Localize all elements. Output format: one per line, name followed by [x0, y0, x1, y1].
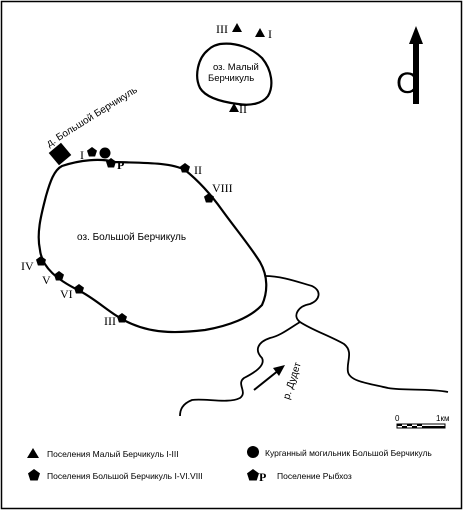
village-label: д. Большой Берчикуль: [45, 85, 140, 150]
site-label-big-VIII: VIII: [212, 181, 233, 195]
north-arrow-icon: [409, 26, 423, 104]
pentagon-icon: [54, 271, 64, 281]
circle-icon: [99, 147, 111, 159]
pentagon-icon: [106, 158, 116, 168]
legend-triangle-label: Поселения Малый Берчикуль I-III: [47, 449, 179, 459]
pentagon-icon: [117, 313, 127, 323]
site-label-big-I: I: [80, 148, 84, 162]
pentagon-icon: [180, 163, 190, 173]
site-label-big-IV: IV: [21, 259, 34, 273]
river-flow-arrowhead: [273, 365, 285, 376]
legend-circle-label: Курганный могильник Большой Берчикуль: [265, 448, 432, 458]
site-label-big-III: III: [104, 314, 116, 328]
pentagon-icon: [204, 193, 214, 203]
big-lake-label: оз. Большой Берчикуль: [77, 232, 186, 243]
triangle-icon: [255, 28, 265, 37]
small-lake-label-line2: Берчикуль: [208, 73, 254, 84]
legend-rybkhoz-letter: P: [259, 470, 266, 484]
triangle-icon: [232, 23, 242, 32]
river-tributary: [179, 321, 301, 417]
site-label-big-VI: VI: [60, 287, 73, 301]
pentagon-icon: [74, 284, 84, 294]
legend-pentagon-label: Поселения Большой Берчикуль I-VI.VIII: [47, 471, 203, 481]
small-lake-label-line1: оз. Малый: [213, 62, 259, 73]
site-label-big-V: V: [42, 273, 51, 287]
legend-pentagon-icon: [28, 469, 40, 481]
legend-triangle-icon: [27, 448, 39, 458]
river-flow-arrow: [253, 369, 280, 391]
river-outflow: [264, 275, 449, 393]
site-label-small-III: III: [216, 22, 228, 36]
river-label: р. Дудет: [281, 361, 303, 401]
legend-circle-icon: [247, 446, 259, 458]
scale-end: 1км: [436, 414, 449, 423]
triangle-icon: [229, 103, 239, 112]
big-lake-outline: [37, 158, 268, 334]
site-label-small-II: II: [239, 102, 247, 116]
small-lake-outline: [196, 42, 273, 106]
village-square-icon: [48, 142, 72, 166]
pentagon-icon: [87, 147, 97, 157]
north-letter: С: [396, 67, 418, 100]
scale-bar: [396, 423, 446, 429]
scale-start: 0: [395, 414, 400, 423]
site-label-big-II: II: [194, 163, 202, 177]
legend-rybkhoz-label: Поселение Рыбхоз: [277, 471, 352, 481]
site-label-rybkhoz: P: [117, 158, 124, 172]
legend-rybkhoz-pentagon-icon: [247, 469, 259, 481]
site-label-small-I: I: [268, 27, 272, 41]
pentagon-icon: [36, 256, 46, 266]
